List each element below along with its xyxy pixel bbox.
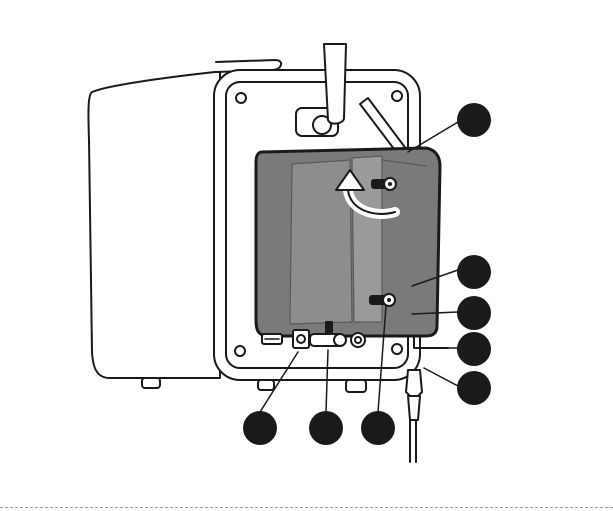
aux-port	[351, 333, 365, 347]
antenna	[324, 44, 346, 124]
callout-2	[457, 255, 491, 289]
foot-left	[142, 378, 160, 388]
page-border-dashed	[0, 507, 613, 508]
callout-4	[457, 332, 491, 366]
callout-8	[361, 411, 395, 445]
callout-1	[457, 103, 491, 137]
screw-lower	[370, 294, 395, 306]
screw-upper	[372, 178, 396, 190]
foot-right	[346, 380, 366, 392]
callout-5	[457, 371, 491, 405]
callout-3	[457, 296, 491, 330]
foot-mid	[258, 380, 274, 390]
usb-port	[262, 334, 282, 344]
callout-7	[309, 411, 343, 445]
callout-6	[243, 411, 277, 445]
dc-jack	[293, 330, 309, 348]
